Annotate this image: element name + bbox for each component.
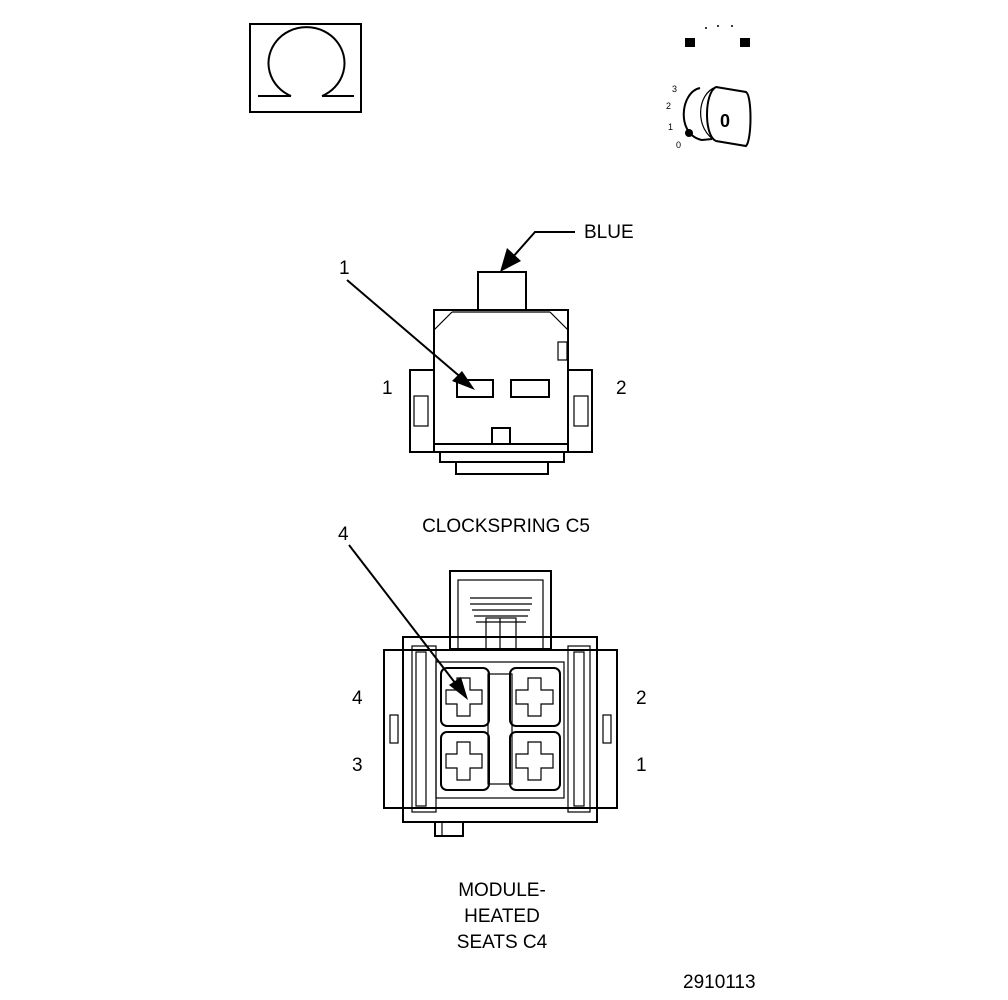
heated-seats-cavity-label-4: 4: [352, 688, 363, 709]
heated-seats-name-line-1: MODULE-: [458, 880, 546, 901]
clockspring-cavity-label-2: 2: [616, 378, 627, 399]
figure-number: 2910113: [683, 972, 756, 993]
heated-seats-callout-4: 4: [338, 524, 349, 545]
clockspring-cavity-label-1: 1: [382, 378, 393, 399]
heated-seats-cavity-label-3: 3: [352, 755, 363, 776]
ohm-symbol-icon: [249, 23, 362, 113]
heated-seats-cavity-label-2: 2: [636, 688, 647, 709]
cavity-3: [440, 731, 490, 791]
key-label: 0: [720, 111, 730, 131]
heated-seats-name-line-2: HEATED: [464, 906, 540, 927]
key-position-3: 3: [672, 84, 677, 94]
cavity-1: [509, 731, 561, 791]
clockspring-c5-connector: BLUE 1 1 2 CLOCKSPRING C5: [339, 222, 634, 537]
heated-seats-name-line-3: SEATS C4: [457, 932, 548, 953]
key-position-2: 2: [666, 101, 671, 111]
cavity-4: [440, 667, 490, 727]
clockspring-connector-name: CLOCKSPRING C5: [422, 516, 590, 537]
wire-color-label: BLUE: [584, 222, 634, 243]
heated-seats-c4-connector: 4 4 3 2 1 MODULE- HEATED SEATS C4: [338, 524, 647, 953]
heated-seats-cavity-label-1: 1: [636, 755, 647, 776]
cavity-2: [509, 667, 561, 727]
ignition-key-icon: 0 3 2 1 0: [666, 25, 752, 150]
key-position-0: 0: [676, 140, 681, 150]
clockspring-callout-1: 1: [339, 258, 350, 279]
key-position-1: 1: [668, 122, 673, 132]
